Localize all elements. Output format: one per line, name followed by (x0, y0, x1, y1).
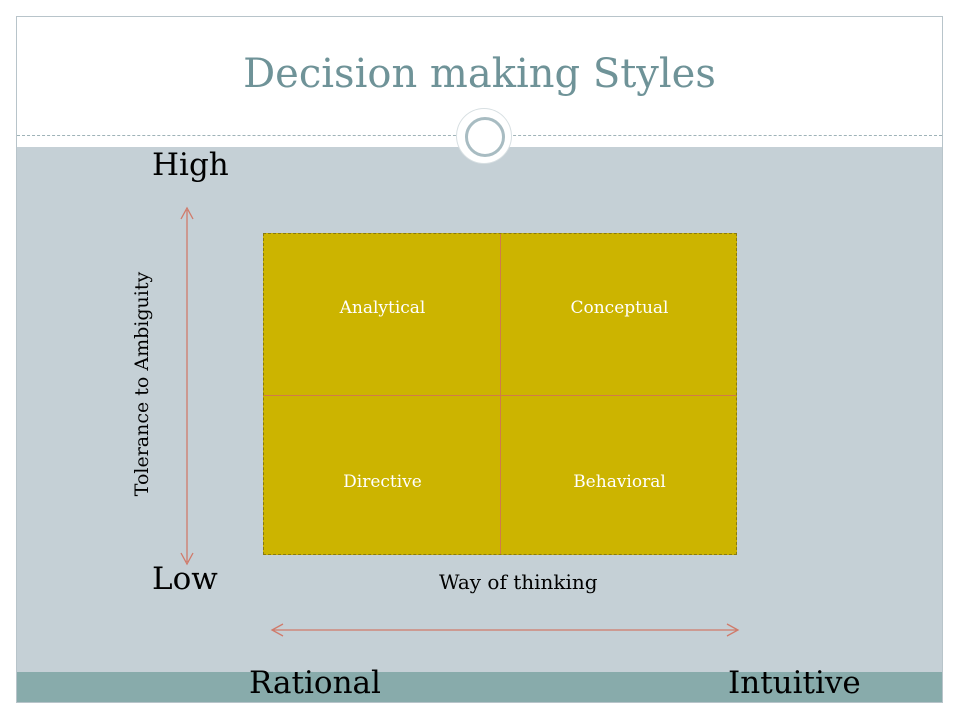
x-axis-intuitive-label: Intuitive (728, 665, 861, 701)
decision-style-matrix: Analytical Conceptual Directive Behavior… (263, 233, 737, 555)
slide-title: Decision making Styles (243, 51, 716, 97)
y-axis-arrow-head-up (180, 206, 194, 220)
quadrant-directive: Directive (343, 472, 422, 492)
quadrant-conceptual: Conceptual (570, 298, 669, 318)
footer-bar (17, 672, 942, 702)
slide: Decision making Styles High Low Toleranc… (16, 16, 943, 703)
x-axis-rational-label: Rational (249, 665, 381, 701)
y-axis-high-label: High (152, 147, 229, 183)
x-axis-arrow-head-right (726, 623, 740, 637)
x-axis-title: Way of thinking (439, 570, 598, 594)
quadrant-behavioral: Behavioral (573, 472, 666, 492)
y-axis-arrow-head-down (180, 552, 194, 566)
x-axis-arrow-head-left (270, 623, 284, 637)
ornament-circle-icon (457, 109, 511, 163)
matrix-vertical-divider (500, 234, 501, 554)
axis-arrows (180, 206, 740, 637)
quadrant-analytical: Analytical (339, 298, 426, 318)
y-axis-low-label: Low (152, 561, 218, 597)
matrix-horizontal-divider (264, 395, 736, 396)
